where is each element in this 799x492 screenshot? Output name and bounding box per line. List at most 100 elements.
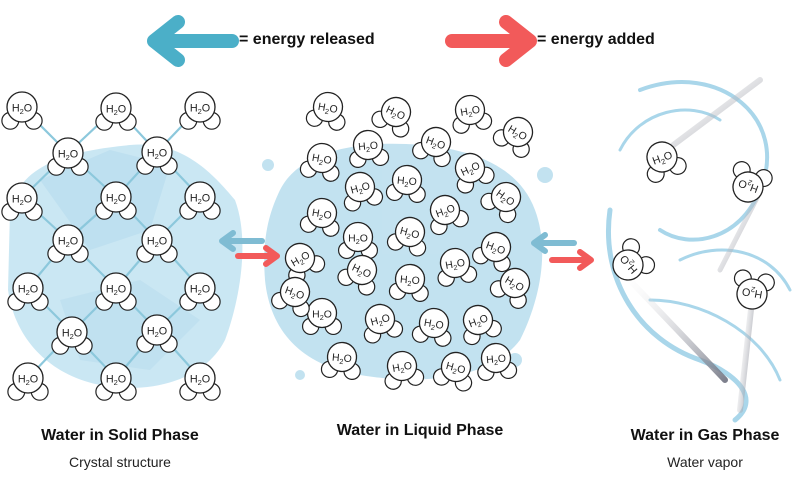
oxygen-atom (454, 94, 486, 126)
oxygen-atom (394, 263, 426, 295)
water-molecule: H2O (472, 231, 512, 273)
water-molecule: H2O (95, 181, 137, 220)
molecule-formula: H2O (317, 102, 339, 118)
oxygen-atom (736, 278, 768, 310)
molecule-formula: H2O (651, 149, 675, 169)
water-molecule: H2O (732, 161, 773, 203)
water-molecule: H2O (411, 307, 452, 347)
water-molecule: H2O (462, 304, 502, 346)
water-molecule: H2O (388, 263, 429, 302)
oxygen-atom (420, 126, 452, 158)
oxygen-atom (312, 91, 344, 123)
energy-released-arrow-icon (147, 15, 239, 67)
water-molecule: H2O (320, 341, 361, 380)
water-molecule: H2O (646, 141, 687, 183)
molecule-formula: H2O (18, 284, 38, 298)
water-molecule: H2O (95, 362, 137, 401)
molecule-formula: H2O (467, 313, 490, 332)
water-molecule: H2O (432, 351, 473, 392)
oxygen-atom (346, 254, 378, 286)
molecule-formula: H2O (106, 104, 126, 118)
evaporate-arrow-icon (549, 249, 594, 271)
oxygen-atom (732, 171, 764, 203)
water-molecule: H2O (7, 272, 49, 311)
water-molecule: H2O (95, 272, 137, 311)
water-molecule: H2O (429, 194, 469, 236)
molecule-formula: H2O (311, 153, 333, 169)
water-molecule: H2O (384, 350, 425, 390)
molecule-formula: H2O (392, 361, 414, 377)
oxygen-atom (344, 171, 376, 203)
molecule-formula: H2O (424, 135, 447, 154)
water-molecule: H2O (305, 91, 346, 131)
water-molecule: H2O (179, 181, 221, 220)
molecule-formula: H2O (147, 326, 167, 340)
water-molecule: H2O (337, 254, 378, 296)
condense-arrow-icon (531, 232, 577, 254)
molecule-formula: H2O (190, 193, 210, 207)
molecule-formula: H2O (460, 105, 482, 121)
oxygen-atom (12, 272, 44, 304)
molecule-formula: H2O (737, 175, 761, 195)
oxygen-atom (326, 341, 358, 373)
oxygen-atom (462, 304, 494, 336)
solid-phase-subtitle: Crystal structure (69, 454, 171, 470)
oxygen-atom (306, 142, 338, 174)
oxygen-atom (480, 231, 512, 263)
molecule-formula: H2O (312, 309, 332, 322)
molecule-formula: H2O (741, 283, 763, 300)
oxygen-atom (646, 141, 678, 173)
oxygen-atom (364, 303, 396, 335)
molecule-formula: H2O (350, 181, 372, 198)
energy-released-label: = energy released (239, 31, 375, 48)
oxygen-atom (490, 181, 522, 213)
oxygen-atom (612, 249, 644, 281)
water-molecule: H2O (7, 362, 49, 401)
oxygen-atom (454, 152, 486, 184)
water-molecule: H2O (477, 342, 518, 381)
oxygen-atom (440, 351, 472, 383)
oxygen-atom (284, 242, 316, 274)
water-molecule: H2O (136, 314, 178, 353)
liquid-phase-title: Water in Liquid Phase (336, 422, 504, 439)
molecule-formula: H2O (445, 258, 467, 274)
water-molecule: H2O (363, 303, 404, 344)
water-molecule: H2O (136, 136, 178, 175)
water-molecule: H2O (337, 221, 379, 260)
molecule-formula: H2O (106, 193, 126, 207)
molecule-formula: H2O (348, 233, 368, 246)
oxygen-atom (6, 182, 38, 214)
oxygen-atom (184, 181, 216, 213)
molecule-formula: H2O (147, 148, 167, 162)
water-molecule: H2O (437, 247, 478, 287)
molecule-formula: H2O (358, 141, 379, 155)
molecule-formula: H2O (58, 149, 78, 163)
water-molecule: H2O (271, 276, 311, 318)
molecule-formula: H2O (283, 285, 306, 304)
water-molecule: H2O (343, 171, 384, 212)
water-molecule: H2O (299, 197, 340, 237)
molecule-formula: H2O (311, 208, 333, 224)
water-molecule: H2O (179, 91, 221, 130)
water-molecule: H2O (301, 297, 343, 336)
water-molecule: H2O (47, 224, 89, 263)
water-molecule: H2O (179, 272, 221, 311)
water-molecule: H2O (371, 96, 412, 138)
molecule-formula: H2O (190, 284, 210, 298)
molecule-formula: H2O (399, 275, 420, 289)
molecule-formula: H2O (106, 374, 126, 388)
molecule-formula: H2O (12, 103, 32, 117)
molecule-formula: H2O (147, 236, 167, 250)
water-molecule: H2O (452, 94, 493, 134)
oxygen-atom (141, 136, 173, 168)
melt-arrow-icon (235, 245, 280, 267)
energy-added-arrow-icon (445, 15, 537, 67)
water-molecule: H2O (385, 164, 426, 203)
water-molecule: H2O (733, 269, 775, 310)
oxygen-atom (184, 362, 216, 394)
water-molecule: H2O (454, 152, 495, 194)
molecule-formula: H2O (331, 353, 352, 367)
molecule-formula: H2O (18, 374, 38, 388)
water-molecule: H2O (412, 126, 452, 168)
